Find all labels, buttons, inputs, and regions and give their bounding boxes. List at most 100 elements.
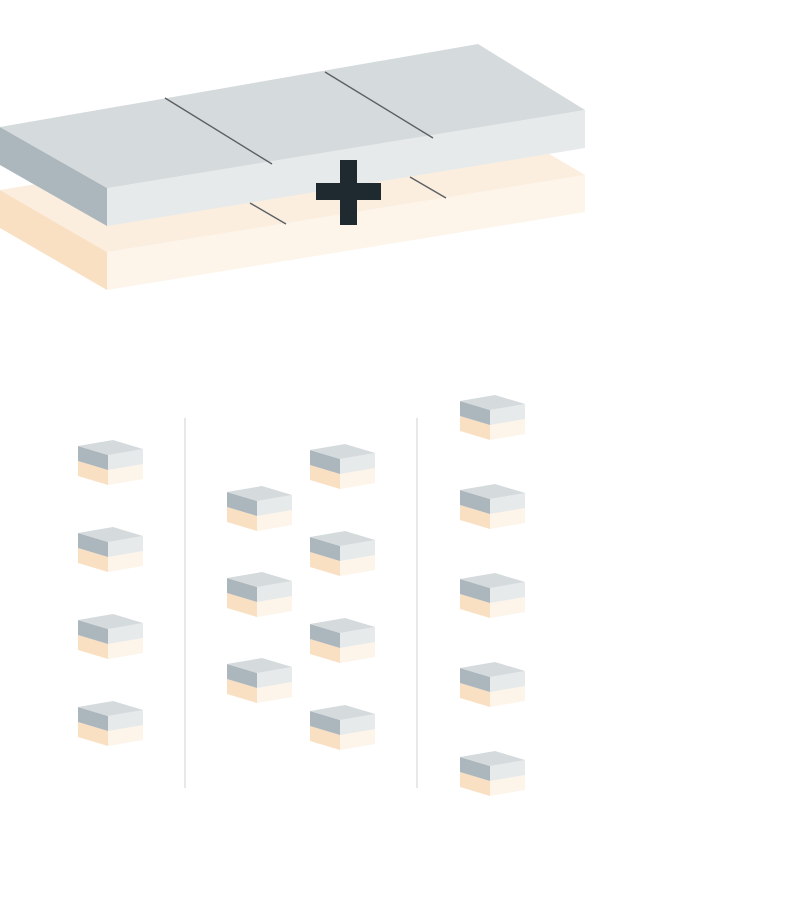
- cube-left-face: [227, 679, 257, 703]
- cube-top-face: [227, 572, 292, 587]
- lower-slab-left-face: [0, 190, 107, 290]
- cube-right-face: [340, 540, 375, 561]
- upper-slab-top-face: [0, 44, 585, 188]
- plus-icon: [316, 160, 381, 225]
- cube: [460, 662, 525, 707]
- cube-top-face: [310, 444, 375, 459]
- cube-right-face: [490, 404, 525, 425]
- cube-left-face: [78, 461, 108, 485]
- cube: [227, 572, 292, 617]
- cube-left-face: [310, 552, 340, 576]
- cube-top-face: [460, 484, 525, 499]
- cube-left-face: [78, 635, 108, 659]
- cube-groups: [78, 395, 525, 796]
- cube-left-face: [78, 548, 108, 572]
- cube: [310, 444, 375, 489]
- cube-right-face: [490, 671, 525, 692]
- cube-top-face: [310, 618, 375, 633]
- cube-left-face: [227, 492, 257, 516]
- cube-top-face: [78, 614, 143, 629]
- cube-left-face: [460, 683, 490, 707]
- cube-top-face: [310, 705, 375, 720]
- cube-right-face: [490, 508, 525, 529]
- cube-right-face: [108, 449, 143, 470]
- cube: [310, 705, 375, 750]
- cube-left-face: [460, 505, 490, 529]
- cube-left-face: [460, 772, 490, 796]
- cube: [460, 751, 525, 796]
- cube-left-face: [78, 533, 108, 557]
- cube: [227, 486, 292, 531]
- cube-right-face: [490, 686, 525, 707]
- cube-right-face: [257, 581, 292, 602]
- cube-left-face: [460, 416, 490, 440]
- cube-left-face: [310, 465, 340, 489]
- cube-left-face: [460, 668, 490, 692]
- cube-top-face: [227, 486, 292, 501]
- cube-right-face: [490, 597, 525, 618]
- cube-right-face: [108, 551, 143, 572]
- lower-slab-right-face: [107, 175, 585, 290]
- cube-left-face: [460, 490, 490, 514]
- cube-top-face: [460, 573, 525, 588]
- cube-top-face: [78, 701, 143, 716]
- cube: [78, 440, 143, 485]
- cube: [227, 658, 292, 703]
- cube-left-face: [227, 578, 257, 602]
- cube-right-face: [257, 667, 292, 688]
- cube: [78, 701, 143, 746]
- cube-left-face: [310, 450, 340, 474]
- cube-left-face: [227, 664, 257, 688]
- cube-left-face: [227, 507, 257, 531]
- cube-right-face: [490, 582, 525, 603]
- cube-right-face: [340, 453, 375, 474]
- cube-right-face: [257, 682, 292, 703]
- cube-left-face: [310, 726, 340, 750]
- upper-slab-seam: [324, 71, 434, 139]
- cube: [460, 573, 525, 618]
- cube-right-face: [490, 419, 525, 440]
- cube-right-face: [257, 510, 292, 531]
- cube-left-face: [310, 537, 340, 561]
- cube-left-face: [227, 593, 257, 617]
- cube-top-face: [460, 751, 525, 766]
- cube-left-face: [460, 579, 490, 603]
- cube-right-face: [108, 710, 143, 731]
- cube-left-face: [310, 711, 340, 735]
- cube-top-face: [310, 531, 375, 546]
- cube: [310, 531, 375, 576]
- cube: [460, 395, 525, 440]
- cube-left-face: [460, 594, 490, 618]
- cube-top-face: [78, 440, 143, 455]
- cube-right-face: [108, 725, 143, 746]
- cube-right-face: [257, 596, 292, 617]
- cube: [78, 527, 143, 572]
- cube-left-face: [310, 624, 340, 648]
- cube-top-face: [460, 395, 525, 410]
- cube-left-face: [78, 722, 108, 746]
- cube-right-face: [340, 468, 375, 489]
- cube-left-face: [460, 401, 490, 425]
- cube-right-face: [108, 623, 143, 644]
- cube-right-face: [340, 729, 375, 750]
- cube: [460, 484, 525, 529]
- lower-slab-seam: [249, 202, 287, 225]
- cube-left-face: [78, 707, 108, 731]
- cube-right-face: [257, 495, 292, 516]
- cube: [78, 614, 143, 659]
- cube-right-face: [340, 714, 375, 735]
- cube-right-face: [108, 464, 143, 485]
- lower-slab-seam: [409, 176, 447, 199]
- cube-top-face: [460, 662, 525, 677]
- upper-slab-left-face: [0, 127, 107, 226]
- cube-right-face: [108, 638, 143, 659]
- cube-left-face: [310, 639, 340, 663]
- cube-right-face: [340, 627, 375, 648]
- cube: [310, 618, 375, 663]
- cube-right-face: [340, 642, 375, 663]
- cube-right-face: [490, 775, 525, 796]
- cube-right-face: [340, 555, 375, 576]
- cube-left-face: [460, 757, 490, 781]
